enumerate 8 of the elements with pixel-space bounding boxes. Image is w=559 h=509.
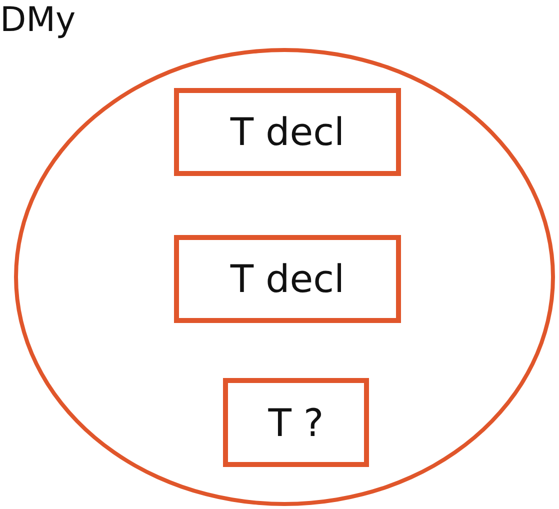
box-label: T ? <box>268 400 324 444</box>
box-label: T decl <box>230 257 345 301</box>
heading-text: DMy <box>0 0 76 40</box>
process-box <box>174 235 401 323</box>
ellipse-outline <box>14 48 555 506</box>
box-label: T decl <box>230 110 345 154</box>
process-box <box>223 378 369 467</box>
process-box <box>174 88 401 176</box>
